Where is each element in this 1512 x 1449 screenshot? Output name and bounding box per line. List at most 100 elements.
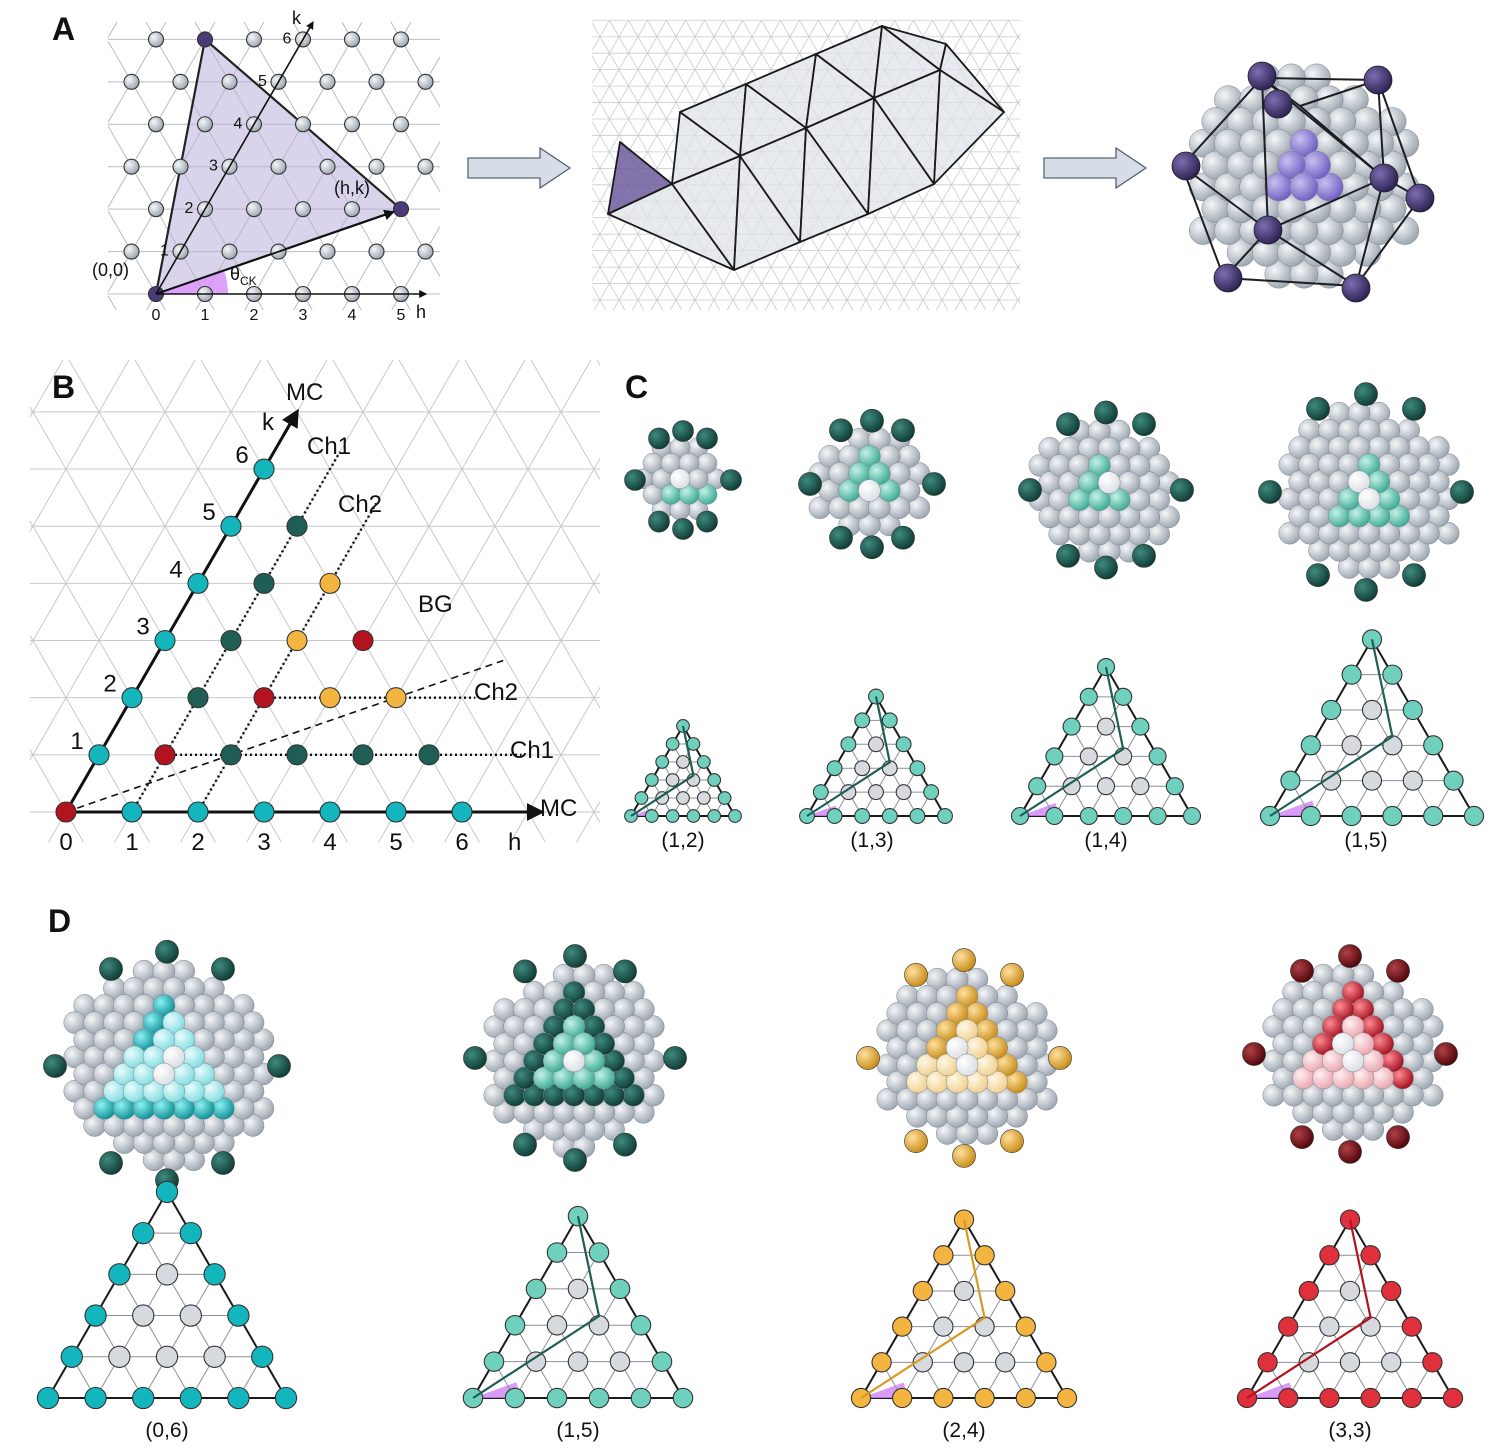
hk-lattice-node: [55, 801, 77, 823]
face-node: [1114, 806, 1133, 826]
grid-line: [954, 197, 1021, 311]
face-outline: [46, 1189, 288, 1399]
face-node: [909, 760, 926, 777]
lattice-node: [343, 116, 361, 133]
face-node: [854, 712, 871, 729]
capsid-sphere: [572, 1032, 596, 1055]
face-node: [1402, 770, 1423, 791]
h-tick-label: 0: [152, 307, 161, 324]
hk-lattice-node: [286, 629, 308, 652]
ico-edge: [1267, 229, 1357, 287]
face-node: [854, 808, 871, 824]
face-node: [933, 1316, 954, 1337]
face-node: [203, 1345, 226, 1368]
b-k-tick: 3: [136, 614, 149, 641]
hk-lattice-node: [253, 687, 275, 709]
face-outline: [1268, 637, 1476, 817]
capsid-vertex-sphere: [856, 1046, 880, 1070]
face-node: [840, 736, 857, 753]
face-node: [1165, 777, 1184, 796]
hk-lattice-node: [319, 572, 341, 594]
panel-label-a: A: [52, 11, 75, 47]
capsid-sphere: [1097, 505, 1121, 529]
capsid-vertex-sphere: [1132, 543, 1156, 568]
grid-line: [68, 359, 348, 843]
capsid-vertex-sphere: [1000, 1129, 1024, 1153]
capsid-sphere: [1088, 454, 1111, 477]
face-node: [1114, 747, 1133, 766]
k-tick-label: 3: [209, 158, 218, 175]
panel-a-lattice-nodes: [123, 31, 434, 303]
grid-line: [591, 187, 664, 311]
face-node: [1361, 699, 1383, 721]
capsid-sphere: [868, 496, 891, 519]
capsid-sphere: [1289, 259, 1319, 289]
capsid-vertex-sphere: [1338, 944, 1362, 968]
capsid-sphere: [945, 1002, 969, 1025]
bg-label: BG: [418, 591, 453, 618]
face-node: [546, 1314, 568, 1336]
face-node: [1443, 770, 1464, 791]
face-node: [251, 1345, 274, 1368]
panel-c-capsids: [624, 382, 1485, 827]
face-node: [1339, 1209, 1361, 1230]
capsid-vertex-sphere: [99, 957, 123, 981]
capsid-vertex-sphere: [1306, 563, 1330, 587]
face-node: [1079, 806, 1098, 826]
capsid-vertex-sphere: [1132, 412, 1156, 437]
capsid-sphere: [955, 985, 979, 1008]
capsid-sphere: [1341, 1049, 1365, 1073]
hk-lattice-node: [121, 801, 143, 823]
face-node: [1028, 777, 1047, 796]
hk-lattice-node: [187, 801, 209, 823]
face-node: [1300, 735, 1321, 756]
capsid-sphere: [1097, 437, 1121, 460]
grid-line: [266, 359, 546, 843]
face-node: [630, 1314, 652, 1336]
face-grid-line: [672, 761, 705, 817]
h-tick-label: 4: [348, 307, 357, 324]
capsid-sphere: [955, 1087, 979, 1111]
lattice-node: [123, 243, 140, 260]
face-node: [1148, 806, 1167, 826]
face-node: [155, 1345, 179, 1368]
face-grid-line: [1308, 1290, 1372, 1399]
ico-vertex-sphere: [1363, 65, 1393, 95]
face-node: [651, 1351, 673, 1372]
face-node: [1131, 717, 1150, 736]
ch2-k-label: Ch2: [338, 491, 382, 518]
face-grid-line: [922, 1290, 986, 1399]
face-node: [1280, 770, 1301, 791]
face-node: [1319, 1316, 1340, 1337]
capsid-vertex-sphere: [211, 957, 235, 981]
hk-lattice-node: [187, 572, 209, 594]
face-node: [812, 784, 829, 801]
capsid-vertex-sphere: [267, 1054, 291, 1078]
grid-line: [292, 21, 441, 277]
face-path: [1246, 1219, 1372, 1399]
face-node: [546, 1387, 568, 1409]
capsid-sphere: [1097, 471, 1121, 494]
face-node: [1401, 1316, 1422, 1337]
ico-edge: [1355, 197, 1421, 287]
grid-line: [29, 749, 84, 843]
capsid-sphere: [1347, 470, 1371, 493]
hk-point-label: (h,k): [334, 178, 370, 198]
capsid-sphere: [1357, 487, 1381, 511]
face-node: [155, 1180, 179, 1204]
hk-lattice-node: [319, 687, 341, 709]
face-node: [895, 784, 912, 801]
capsid-sphere: [562, 1083, 586, 1107]
face-node: [1463, 805, 1485, 827]
ico-vertex-sphere: [1171, 151, 1201, 181]
capsid-vertex-sphere: [891, 525, 915, 550]
face-node: [1341, 805, 1362, 827]
face-node: [1402, 699, 1423, 721]
ch1-h-label: Ch1: [510, 737, 554, 764]
capsid-vertex-sphere: [563, 1148, 587, 1172]
face-node: [132, 1304, 155, 1327]
b-k-tick: 5: [202, 499, 215, 526]
face-node: [84, 1304, 107, 1327]
capsid-vertex-sphere: [696, 510, 718, 533]
